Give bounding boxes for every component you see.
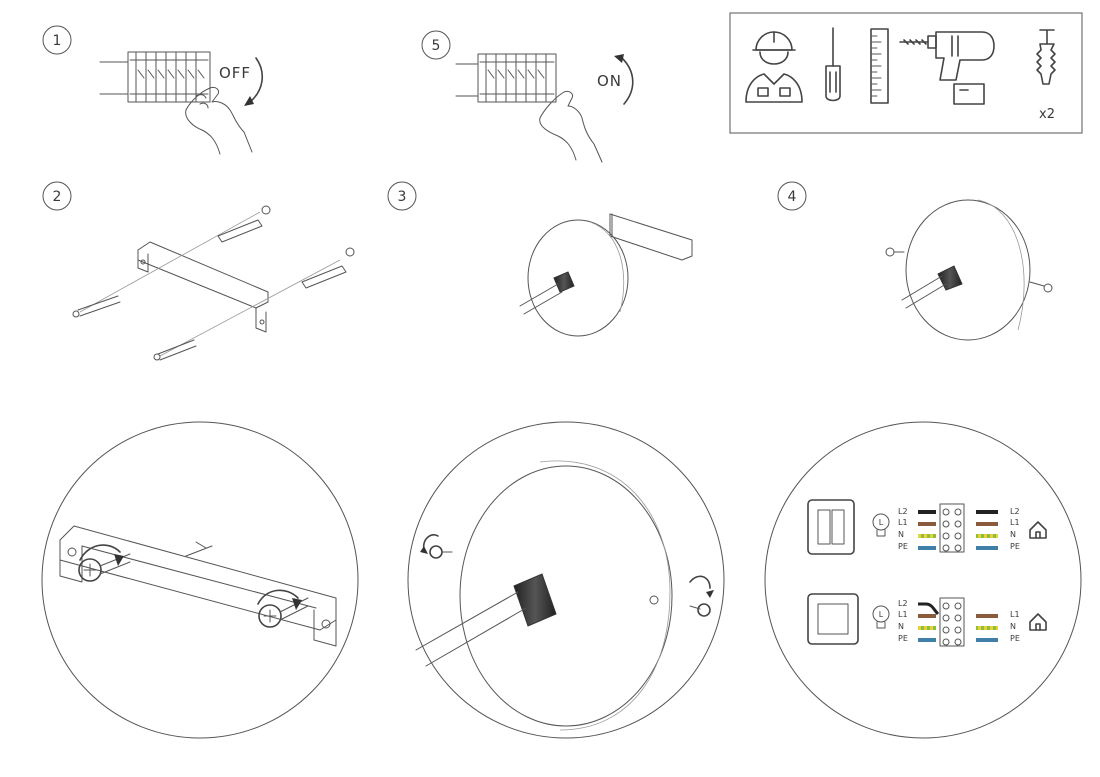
terminal-block [939,597,965,647]
step-5-badge [421,30,451,60]
svg-text:L1: L1 [1010,518,1020,527]
electrician-icon [745,31,803,103]
svg-text:N: N [898,622,904,631]
svg-text:L2: L2 [1010,507,1020,516]
step-1-number: 1 [53,33,62,49]
step-2-number: 2 [53,189,62,205]
single-switch-icon [807,593,859,645]
lamp-icon: L [872,513,890,537]
step-3-canopy: 3 [387,181,693,337]
svg-text:N: N [898,530,904,539]
step-4-number: 4 [788,189,797,205]
svg-text:L1: L1 [898,518,908,527]
off-label: OFF [219,64,251,82]
svg-text:L: L [879,518,884,527]
rotate-arrow-right [257,589,299,605]
step-1-breaker-off: 1 OFF [42,25,263,155]
wiring-diagram-circle: L L2 L1 N PE L2 L1 N PE [764,421,1082,739]
wall-plug-icon [1036,29,1056,85]
step-2-badge [42,181,72,211]
svg-text:PE: PE [898,634,908,643]
step-3-badge [387,181,417,211]
screw-head-left [78,553,131,582]
double-switch-wiring: L L2 L1 N PE L2 L1 N PE [807,499,1047,555]
house-icon [1029,521,1047,539]
tools-panel: x2 [729,12,1083,134]
svg-text:N: N [1010,530,1016,539]
svg-text:L1: L1 [898,610,908,619]
plug-quantity: x2 [1039,107,1055,122]
screw-head-right [258,597,309,628]
step-5-number: 5 [432,38,441,54]
detail-canopy [407,421,725,739]
svg-text:L2: L2 [898,507,908,516]
svg-text:PE: PE [898,542,908,551]
canopy-screw-right [649,575,714,617]
svg-text:PE: PE [1010,542,1020,551]
on-label: ON [597,72,622,90]
screwdriver-icon [825,27,841,102]
lamp-icon: L [872,605,890,629]
ruler-icon [870,28,889,104]
house-icon [1029,613,1047,631]
step-4-badge [777,181,807,211]
single-switch-wiring: L L2 L1 N PE L1 N PE [807,593,1047,647]
step-5-breaker-on: 5 ON [421,30,634,163]
svg-text:N: N [1010,622,1016,631]
rotate-arrow-left [79,544,121,561]
drill-icon [899,31,995,105]
detail-bracket-screws [41,421,359,739]
svg-text:PE: PE [1010,634,1020,643]
step-1-badge [42,25,72,55]
svg-text:L1: L1 [1010,610,1020,619]
on-arrow [621,57,634,105]
off-arrow [249,57,263,103]
terminal-block [939,503,965,553]
double-switch-icon [807,499,855,555]
step-4-canopy-fix: 4 [777,181,1053,341]
svg-text:L2: L2 [898,599,908,608]
svg-text:L: L [879,610,884,619]
canopy-screw-left [420,534,453,559]
step-2-bracket: 2 [42,181,355,361]
step-3-number: 3 [398,189,407,205]
